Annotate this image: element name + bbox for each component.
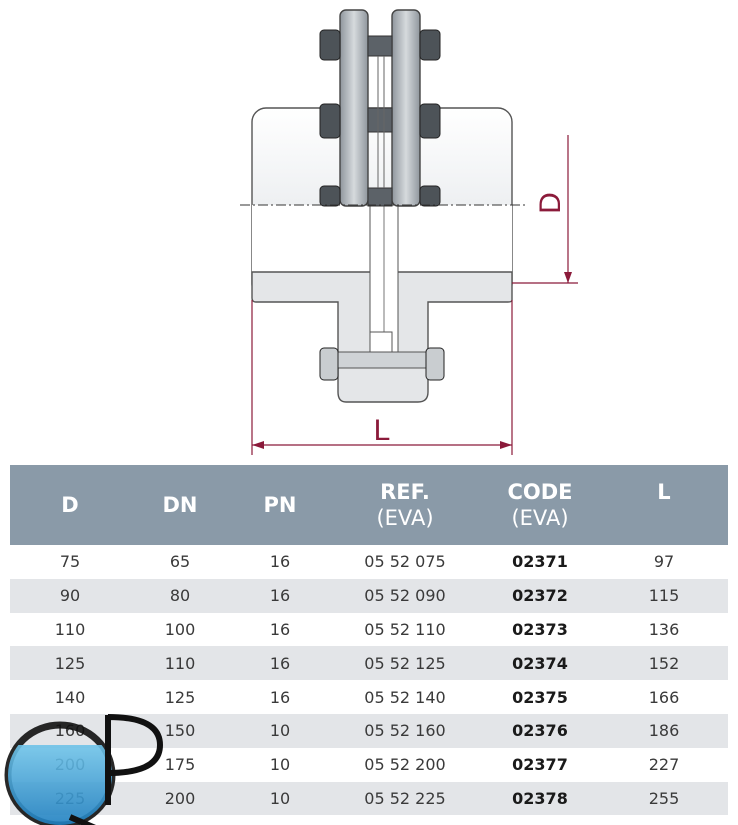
cell-d: 75 <box>59 552 81 572</box>
cell-dn: 100 <box>164 619 196 639</box>
cell-dn: 65 <box>169 552 191 572</box>
cell-ref: 05 52 110 <box>364 619 446 639</box>
cell-code: 02371 <box>512 552 568 572</box>
cell-dn: 110 <box>164 653 196 673</box>
cell-ref: 05 52 200 <box>364 755 446 775</box>
cell-code: 02378 <box>512 788 568 808</box>
cell-dn: 150 <box>164 721 196 741</box>
header-l: L <box>657 480 671 504</box>
cell-pn: 16 <box>269 653 291 673</box>
cell-l: 97 <box>653 552 675 572</box>
table-row: 110 100 16 05 52 110 02373 136 <box>10 613 728 647</box>
header-code: CODE(EVA) <box>507 479 573 530</box>
cell-ref: 05 52 090 <box>364 586 446 606</box>
cell-pn: 10 <box>269 788 291 808</box>
cell-pn: 10 <box>269 721 291 741</box>
header-ref: REF.(EVA) <box>376 479 434 530</box>
dimension-l-label: L <box>374 414 391 447</box>
cell-ref: 05 52 160 <box>364 721 446 741</box>
header-d: D <box>61 492 79 517</box>
header-pn: PN <box>263 492 297 517</box>
header-dn: DN <box>162 492 198 517</box>
cell-dn: 175 <box>164 755 196 775</box>
dimension-l <box>251 300 513 455</box>
table-row: 125 110 16 05 52 125 02374 152 <box>10 646 728 681</box>
table-row: 75 65 16 05 52 075 02371 97 <box>10 545 728 579</box>
cell-l: 136 <box>648 619 680 639</box>
cell-l: 227 <box>648 755 680 775</box>
cell-d: 125 <box>54 653 86 673</box>
cell-d: 110 <box>54 619 86 639</box>
cell-pn: 16 <box>269 552 291 572</box>
cell-dn: 200 <box>164 788 196 808</box>
cell-pn: 16 <box>269 619 291 639</box>
cell-l: 152 <box>648 653 680 673</box>
table-row: 90 80 16 05 52 090 02372 115 <box>10 578 728 613</box>
cell-pn: 10 <box>269 755 291 775</box>
cell-pn: 16 <box>269 586 291 606</box>
qp-logo: QP <box>4 714 164 825</box>
cell-pn: 16 <box>269 687 291 707</box>
cell-code: 02377 <box>512 755 568 775</box>
cell-code: 02374 <box>512 653 568 673</box>
cell-ref: 05 52 225 <box>364 788 446 808</box>
cell-ref: 05 52 140 <box>364 687 446 707</box>
cell-code: 02376 <box>512 721 568 741</box>
table-header-row: D DN PN REF.(EVA) CODE(EVA) L <box>10 465 728 545</box>
cell-ref: 05 52 125 <box>364 653 446 673</box>
cell-l: 115 <box>648 586 680 606</box>
cell-l: 166 <box>648 687 680 707</box>
cell-code: 02373 <box>512 619 568 639</box>
cell-l: 255 <box>648 788 680 808</box>
bolts <box>319 29 445 381</box>
cell-dn: 80 <box>169 586 191 606</box>
cell-ref: 05 52 075 <box>364 552 446 572</box>
cell-l: 186 <box>648 721 680 741</box>
section-view <box>251 204 513 403</box>
cell-dn: 125 <box>164 687 196 707</box>
dimension-d-label: D <box>534 192 567 214</box>
dimension-d <box>512 135 578 284</box>
cell-code: 02375 <box>512 687 568 707</box>
flange-coupling-drawing: D L <box>240 9 578 455</box>
table-row: 140 125 16 05 52 140 02375 166 <box>10 680 728 714</box>
cell-code: 02372 <box>512 586 568 606</box>
cell-d: 140 <box>54 687 86 707</box>
cell-d: 90 <box>59 586 81 606</box>
